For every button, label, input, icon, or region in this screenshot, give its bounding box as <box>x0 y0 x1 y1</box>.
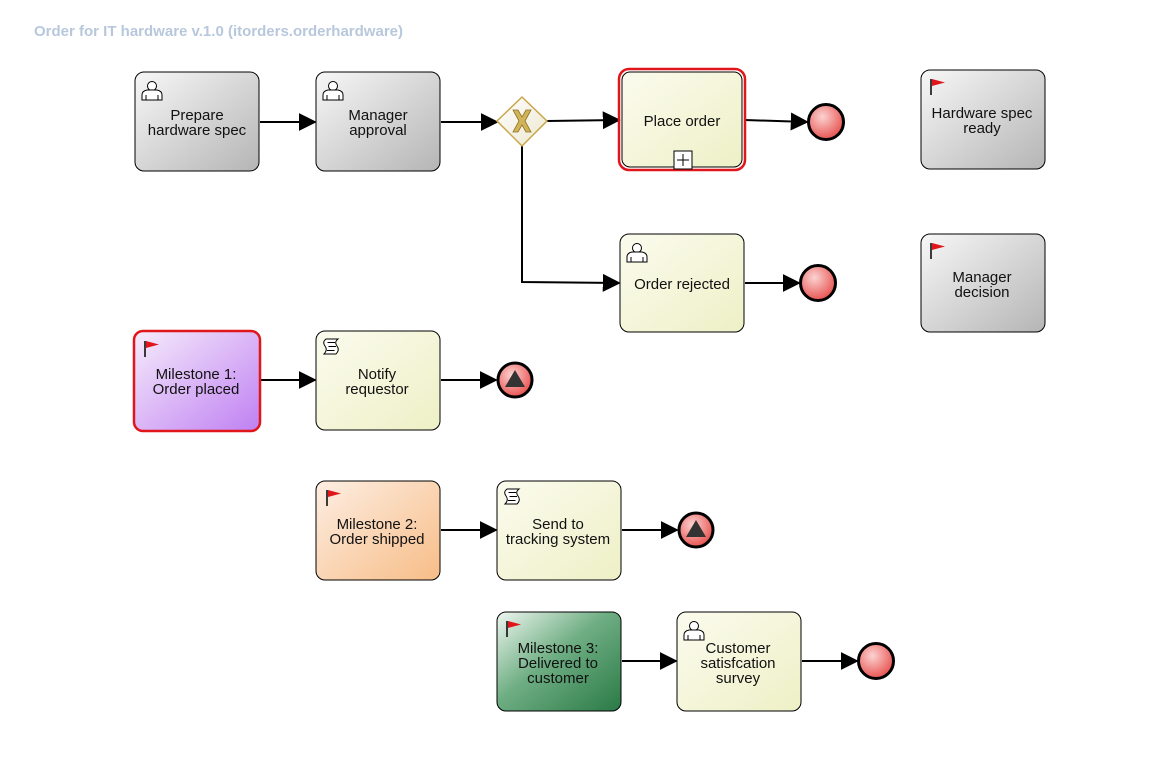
end-event[interactable] <box>857 642 895 680</box>
task-label: requestor <box>345 381 408 398</box>
task-label: customer <box>527 670 589 687</box>
task-manager-approval[interactable]: Manager approval <box>315 71 441 172</box>
task-customer-survey[interactable]: Customer satisfcation survey <box>676 611 802 712</box>
task-label: Manager <box>348 107 407 124</box>
milestone-3-delivered-to-customer[interactable]: Milestone 3: Delivered to customer <box>496 611 622 712</box>
milestone-1-order-placed[interactable]: Milestone 1: Order placed <box>132 329 262 433</box>
task-label: Notify <box>358 366 397 383</box>
signal-triangle-icon <box>505 370 525 387</box>
task-label: approval <box>349 122 407 139</box>
sequence-flows <box>260 111 859 670</box>
diagram-title: Order for IT hardware v.1.0 (itorders.or… <box>34 23 403 40</box>
task-label: decision <box>954 284 1009 301</box>
flow-gateway-to-order-rejected[interactable] <box>521 146 621 292</box>
script-task-icon <box>504 488 520 505</box>
task-label: Delivered to <box>518 655 598 672</box>
milestone-2-order-shipped[interactable]: Milestone 2: Order shipped <box>315 480 441 581</box>
gateway-x-icon <box>512 109 532 133</box>
milestone-manager-decision[interactable]: Manager decision <box>920 233 1046 333</box>
task-label: Milestone 1: <box>156 366 237 383</box>
task-label: hardware spec <box>148 122 247 139</box>
task-label: Customer <box>705 640 770 657</box>
signal-end-event[interactable] <box>677 511 715 549</box>
task-label: satisfcation <box>700 655 775 672</box>
signal-end-event[interactable] <box>496 361 534 399</box>
task-label: Manager <box>952 269 1011 286</box>
task-label: survey <box>716 670 761 687</box>
milestone-hardware-spec-ready[interactable]: Hardware spec ready <box>920 69 1046 170</box>
flow-gateway-to-place-order[interactable] <box>546 111 621 130</box>
task-label: Send to <box>532 516 584 533</box>
signal-triangle-icon <box>686 520 706 537</box>
task-label: Order rejected <box>634 276 730 293</box>
task-order-rejected[interactable]: Order rejected <box>619 233 745 333</box>
subprocess-expand-icon[interactable] <box>673 150 693 170</box>
task-label: Milestone 3: <box>518 640 599 657</box>
task-label: Prepare <box>170 107 223 124</box>
end-event[interactable] <box>799 264 837 302</box>
subprocess-place-order[interactable]: Place order <box>617 67 747 172</box>
script-task-icon <box>323 338 339 355</box>
task-label: Milestone 2: <box>337 516 418 533</box>
flow-place-order-to-end[interactable] <box>744 112 809 131</box>
task-label: tracking system <box>506 531 610 548</box>
task-prepare-hardware-spec[interactable]: Prepare hardware spec <box>134 71 260 172</box>
task-notify-requestor[interactable]: Notify requestor <box>315 330 441 431</box>
task-label: ready <box>963 120 1001 137</box>
task-send-to-tracking-system[interactable]: Send to tracking system <box>496 480 622 581</box>
exclusive-gateway[interactable] <box>495 95 549 148</box>
task-label: Hardware spec <box>932 105 1033 122</box>
task-label: Place order <box>644 113 721 130</box>
end-event[interactable] <box>807 103 845 141</box>
task-label: Order shipped <box>329 531 424 548</box>
task-label: Order placed <box>153 381 240 398</box>
